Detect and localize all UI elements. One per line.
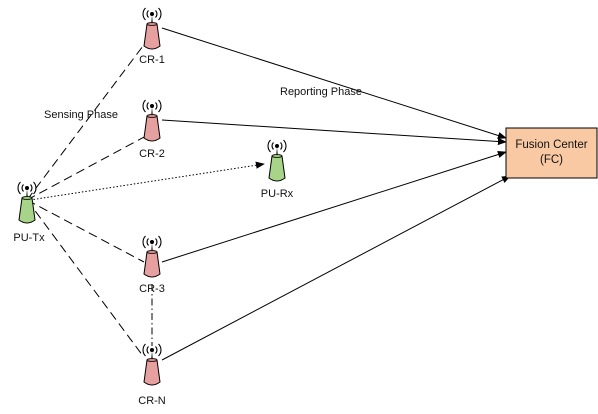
sensing-phase-label: Sensing Phase bbox=[44, 109, 118, 121]
fusion-center-title: Fusion Center bbox=[515, 139, 587, 151]
reporting-phase-label: Reporting Phase bbox=[280, 86, 362, 98]
purx-label: PU-Rx bbox=[261, 188, 294, 200]
cr1-antenna-icon bbox=[142, 7, 162, 50]
crn-antenna-icon bbox=[142, 343, 162, 386]
fusion-center-abbrev: (FC) bbox=[540, 154, 563, 166]
putx-antenna-icon bbox=[17, 181, 37, 224]
cr3-label: CR-3 bbox=[139, 283, 165, 295]
cr2-antenna-icon bbox=[142, 99, 162, 142]
report-link-crn bbox=[161, 175, 511, 361]
fusion-center-box bbox=[505, 127, 598, 179]
primary-link-purx bbox=[29, 161, 265, 201]
report-link-cr1 bbox=[161, 27, 507, 139]
sensing-link-cr2 bbox=[26, 135, 147, 201]
report-link-cr2 bbox=[161, 119, 507, 146]
cr2-label: CR-2 bbox=[139, 148, 165, 160]
purx-antenna-icon bbox=[267, 139, 287, 182]
sensing-link-crn bbox=[26, 199, 144, 357]
report-link-cr3 bbox=[161, 151, 507, 263]
crn-label: CR-N bbox=[138, 395, 166, 407]
sensing-link-cr1 bbox=[26, 41, 147, 201]
cr3-antenna-icon bbox=[142, 235, 162, 278]
cr1-label: CR-1 bbox=[139, 54, 165, 66]
putx-label: PU-Tx bbox=[13, 232, 45, 244]
sensing-link-cr3 bbox=[26, 199, 145, 263]
